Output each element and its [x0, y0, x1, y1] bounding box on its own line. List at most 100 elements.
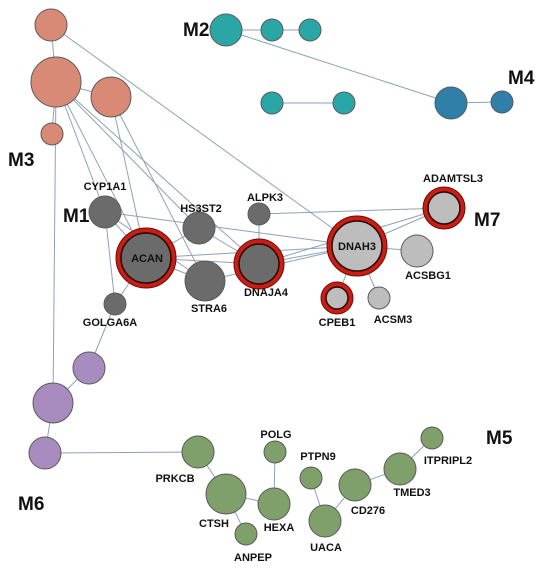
node-cpeb1[interactable]: [320, 281, 354, 315]
node-circle: [367, 286, 391, 310]
node-circle: [434, 86, 468, 120]
node-label-ptpn9: PTPN9: [300, 451, 335, 463]
edge-m3b-HS3ST2: [55, 81, 200, 229]
node-m4b[interactable]: [490, 90, 514, 114]
module-label-layer: M2 M4 M3 M1 M7 M5 M6: [8, 20, 535, 515]
node-acsm3[interactable]: [367, 286, 391, 310]
node-circle: [260, 91, 284, 115]
node-m6a[interactable]: [72, 351, 106, 385]
node-circle: [247, 202, 271, 226]
node-circle: [490, 90, 514, 114]
node-m3d[interactable]: [40, 122, 64, 146]
node-label-prkcb: PRKCB: [155, 473, 194, 485]
node-circle: [30, 56, 82, 108]
node-circle: [427, 191, 461, 225]
node-m2e[interactable]: [260, 91, 284, 115]
edge-m3a-DNAH3: [50, 24, 358, 247]
node-polg[interactable]: [263, 440, 287, 464]
node-label-cpeb1: CPEB1: [319, 317, 356, 329]
node-m2b[interactable]: [260, 18, 284, 42]
node-circle: [257, 487, 291, 521]
node-golga6a[interactable]: [103, 292, 127, 316]
edge-m3b-DNAJA4: [55, 81, 260, 265]
node-alpk3[interactable]: [247, 202, 271, 226]
node-circle: [182, 211, 216, 245]
node-circle: [308, 504, 342, 538]
node-circle: [120, 232, 172, 284]
node-circle: [184, 260, 226, 302]
edge-m6c-PRKCB: [44, 451, 199, 454]
node-label-uaca: UACA: [310, 542, 342, 554]
node-label-layer: CYP1A1HS3ST2ALPK3ACANSTRA6DNAJA4GOLGA6AD…: [83, 173, 483, 564]
node-label-dnah3: DNAH3: [338, 241, 376, 253]
node-circle: [209, 13, 243, 47]
node-label-anpep: ANPEP: [234, 552, 272, 564]
module-label-m2: M2: [183, 20, 209, 41]
node-hs3st2[interactable]: [182, 211, 216, 245]
node-label-polg: POLG: [260, 429, 291, 441]
module-label-m7: M7: [474, 210, 500, 231]
node-label-cd276: CD276: [351, 505, 385, 517]
node-m2a[interactable]: [209, 13, 243, 47]
node-acan[interactable]: [115, 227, 177, 289]
module-label-m6: M6: [18, 494, 44, 515]
node-m2d[interactable]: [332, 91, 356, 115]
node-circle: [338, 468, 372, 502]
node-circle: [28, 436, 62, 470]
node-stra6[interactable]: [184, 260, 226, 302]
node-label-acsbg1: ACSBG1: [405, 270, 451, 282]
node-circle: [90, 76, 132, 118]
node-m6c[interactable]: [28, 436, 62, 470]
node-cyp1a1[interactable]: [88, 195, 122, 229]
node-circle: [34, 8, 68, 42]
node-label-dnaja4: DNAJA4: [244, 287, 289, 299]
node-circle: [181, 435, 215, 469]
node-circle: [72, 351, 106, 385]
edge-m3b-ACAN: [55, 81, 147, 259]
node-circle: [332, 91, 356, 115]
module-label-m1: M1: [63, 206, 90, 227]
node-acsbg1[interactable]: [400, 234, 434, 268]
node-hexa[interactable]: [257, 487, 291, 521]
node-ctsh[interactable]: [205, 473, 247, 515]
node-cd276[interactable]: [338, 468, 372, 502]
node-label-adamtsl3: ADAMTSL3: [423, 173, 483, 185]
node-label-hexa: HEXA: [264, 522, 295, 534]
node-ptpn9[interactable]: [299, 466, 323, 490]
node-circle: [420, 426, 444, 450]
node-m6b[interactable]: [32, 382, 74, 424]
node-m2c[interactable]: [298, 18, 322, 42]
edge-CYP1A1-DNAH3: [104, 211, 358, 247]
node-prkcb[interactable]: [181, 435, 215, 469]
node-label-hs3st2: HS3ST2: [180, 203, 222, 215]
node-circle: [325, 286, 349, 310]
node-m3a[interactable]: [34, 8, 68, 42]
node-anpep[interactable]: [234, 522, 258, 546]
edge-m3c-STRA6: [110, 96, 206, 282]
module-label-m5: M5: [486, 428, 513, 449]
node-circle: [205, 473, 247, 515]
node-label-stra6: STRA6: [191, 303, 227, 315]
node-circle: [40, 122, 64, 146]
node-label-ctsh: CTSH: [199, 518, 229, 530]
node-m3c[interactable]: [90, 76, 132, 118]
node-itpripl2[interactable]: [420, 426, 444, 450]
node-label-acsm3: ACSM3: [374, 314, 413, 326]
node-circle: [32, 382, 74, 424]
node-tmed3[interactable]: [383, 452, 417, 486]
node-m4a[interactable]: [434, 86, 468, 120]
node-label-cyp1a1: CYP1A1: [84, 181, 127, 193]
node-m3b[interactable]: [30, 56, 82, 108]
node-label-itpripl2: ITPRIPL2: [424, 455, 472, 467]
node-uaca[interactable]: [308, 504, 342, 538]
node-circle: [88, 195, 122, 229]
edge-ALPK3-ADAMTSL3: [258, 207, 445, 215]
node-circle: [298, 18, 322, 42]
node-circle: [400, 234, 434, 268]
node-dnaja4[interactable]: [233, 238, 285, 290]
node-label-alpk3: ALPK3: [247, 192, 283, 204]
node-adamtsl3[interactable]: [422, 186, 466, 230]
node-circle: [260, 18, 284, 42]
node-dnah3[interactable]: [326, 215, 388, 277]
